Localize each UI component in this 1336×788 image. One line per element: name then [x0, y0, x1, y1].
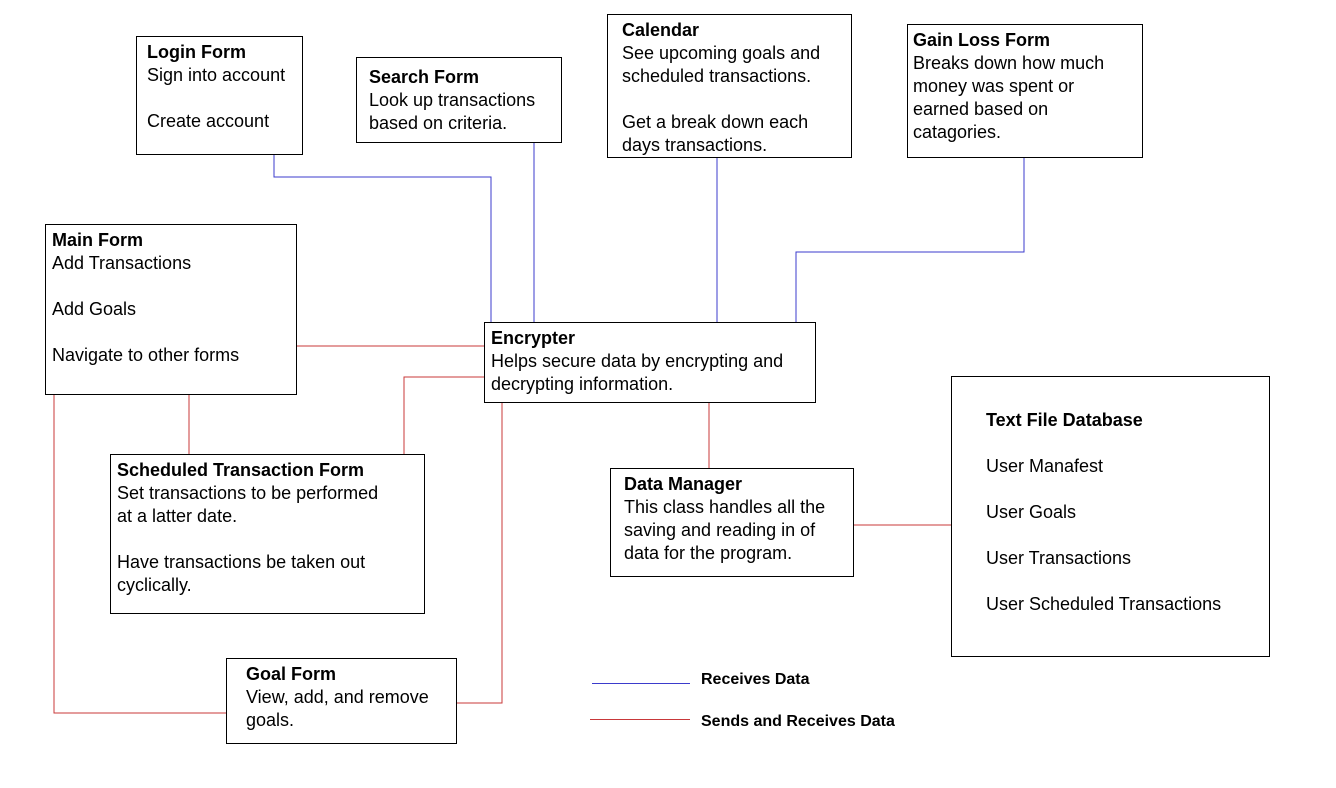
scheduled-to-encrypter-connector [403, 376, 484, 454]
legend-receives-line [592, 683, 690, 684]
main-form-node: Main Form Add Transactions Add Goals Nav… [45, 224, 297, 395]
node-text: based on criteria. [369, 113, 508, 133]
database-item: User Scheduled Transactions [986, 594, 1222, 614]
gainloss-to-encrypter-connector [795, 158, 1025, 322]
node-text: decrypting information. [491, 374, 674, 394]
node-title: Gain Loss Form [913, 30, 1051, 50]
node-text: at a latter date. [117, 506, 238, 526]
encrypter-node: Encrypter Helps secure data by encryptin… [484, 322, 816, 403]
node-text: Helps secure data by encrypting and [491, 351, 784, 371]
node-title: Scheduled Transaction Form [117, 460, 365, 480]
node-text: Breaks down how much [913, 53, 1105, 73]
node-text: See upcoming goals and [622, 43, 821, 63]
node-text: cyclically. [117, 575, 192, 595]
main-to-goal-connector [53, 395, 226, 714]
node-text: Sign into account [147, 65, 286, 85]
node-text: data for the program. [624, 543, 793, 563]
gain-loss-form-node: Gain Loss Form Breaks down how much mone… [907, 24, 1143, 158]
node-text: catagories. [913, 122, 1002, 142]
node-text: Add Goals [52, 299, 137, 319]
database-item: User Transactions [986, 548, 1132, 568]
node-title: Search Form [369, 67, 480, 87]
node-text: money was spent or [913, 76, 1075, 96]
database-item: User Goals [986, 502, 1077, 522]
node-title: Calendar [622, 20, 700, 40]
calendar-node: Calendar See upcoming goals and schedule… [607, 14, 852, 158]
goal-form-node: Goal Form View, add, and remove goals. [226, 658, 457, 744]
text-file-database-node: Text File Database User Manafest User Go… [951, 376, 1270, 657]
node-text: This class handles all the [624, 497, 826, 517]
node-title: Main Form [52, 230, 144, 250]
node-text: Create account [147, 111, 270, 131]
scheduled-transaction-form-node: Scheduled Transaction Form Set transacti… [110, 454, 425, 614]
node-text: Look up transactions [369, 90, 536, 110]
legend-sends-receives-label: Sends and Receives Data [701, 713, 895, 730]
node-text: Get a break down each [622, 112, 809, 132]
node-title: Goal Form [246, 664, 337, 684]
node-text: View, add, and remove [246, 687, 429, 707]
login-form-node: Login Form Sign into account Create acco… [136, 36, 303, 155]
node-text: Have transactions be taken out [117, 552, 366, 572]
node-text: Add Transactions [52, 253, 192, 273]
node-title: Encrypter [491, 328, 576, 348]
node-text: Navigate to other forms [52, 345, 240, 365]
node-text: saving and reading in of [624, 520, 816, 540]
login-to-encrypter-connector [273, 155, 492, 322]
node-text: Set transactions to be performed [117, 483, 379, 503]
node-text: days transactions. [622, 135, 768, 155]
node-title: Text File Database [986, 410, 1143, 430]
node-title: Login Form [147, 42, 246, 62]
node-text: earned based on [913, 99, 1049, 119]
node-title: Data Manager [624, 474, 743, 494]
database-item: User Manafest [986, 456, 1104, 476]
data-manager-node: Data Manager This class handles all the … [610, 468, 854, 577]
node-text: goals. [246, 710, 295, 730]
search-form-node: Search Form Look up transactions based o… [356, 57, 562, 143]
legend-sends-receives-line [590, 719, 690, 720]
node-text: scheduled transactions. [622, 66, 812, 86]
legend-receives-label: Receives Data [701, 671, 810, 688]
goal-to-encrypter-connector [457, 403, 503, 704]
